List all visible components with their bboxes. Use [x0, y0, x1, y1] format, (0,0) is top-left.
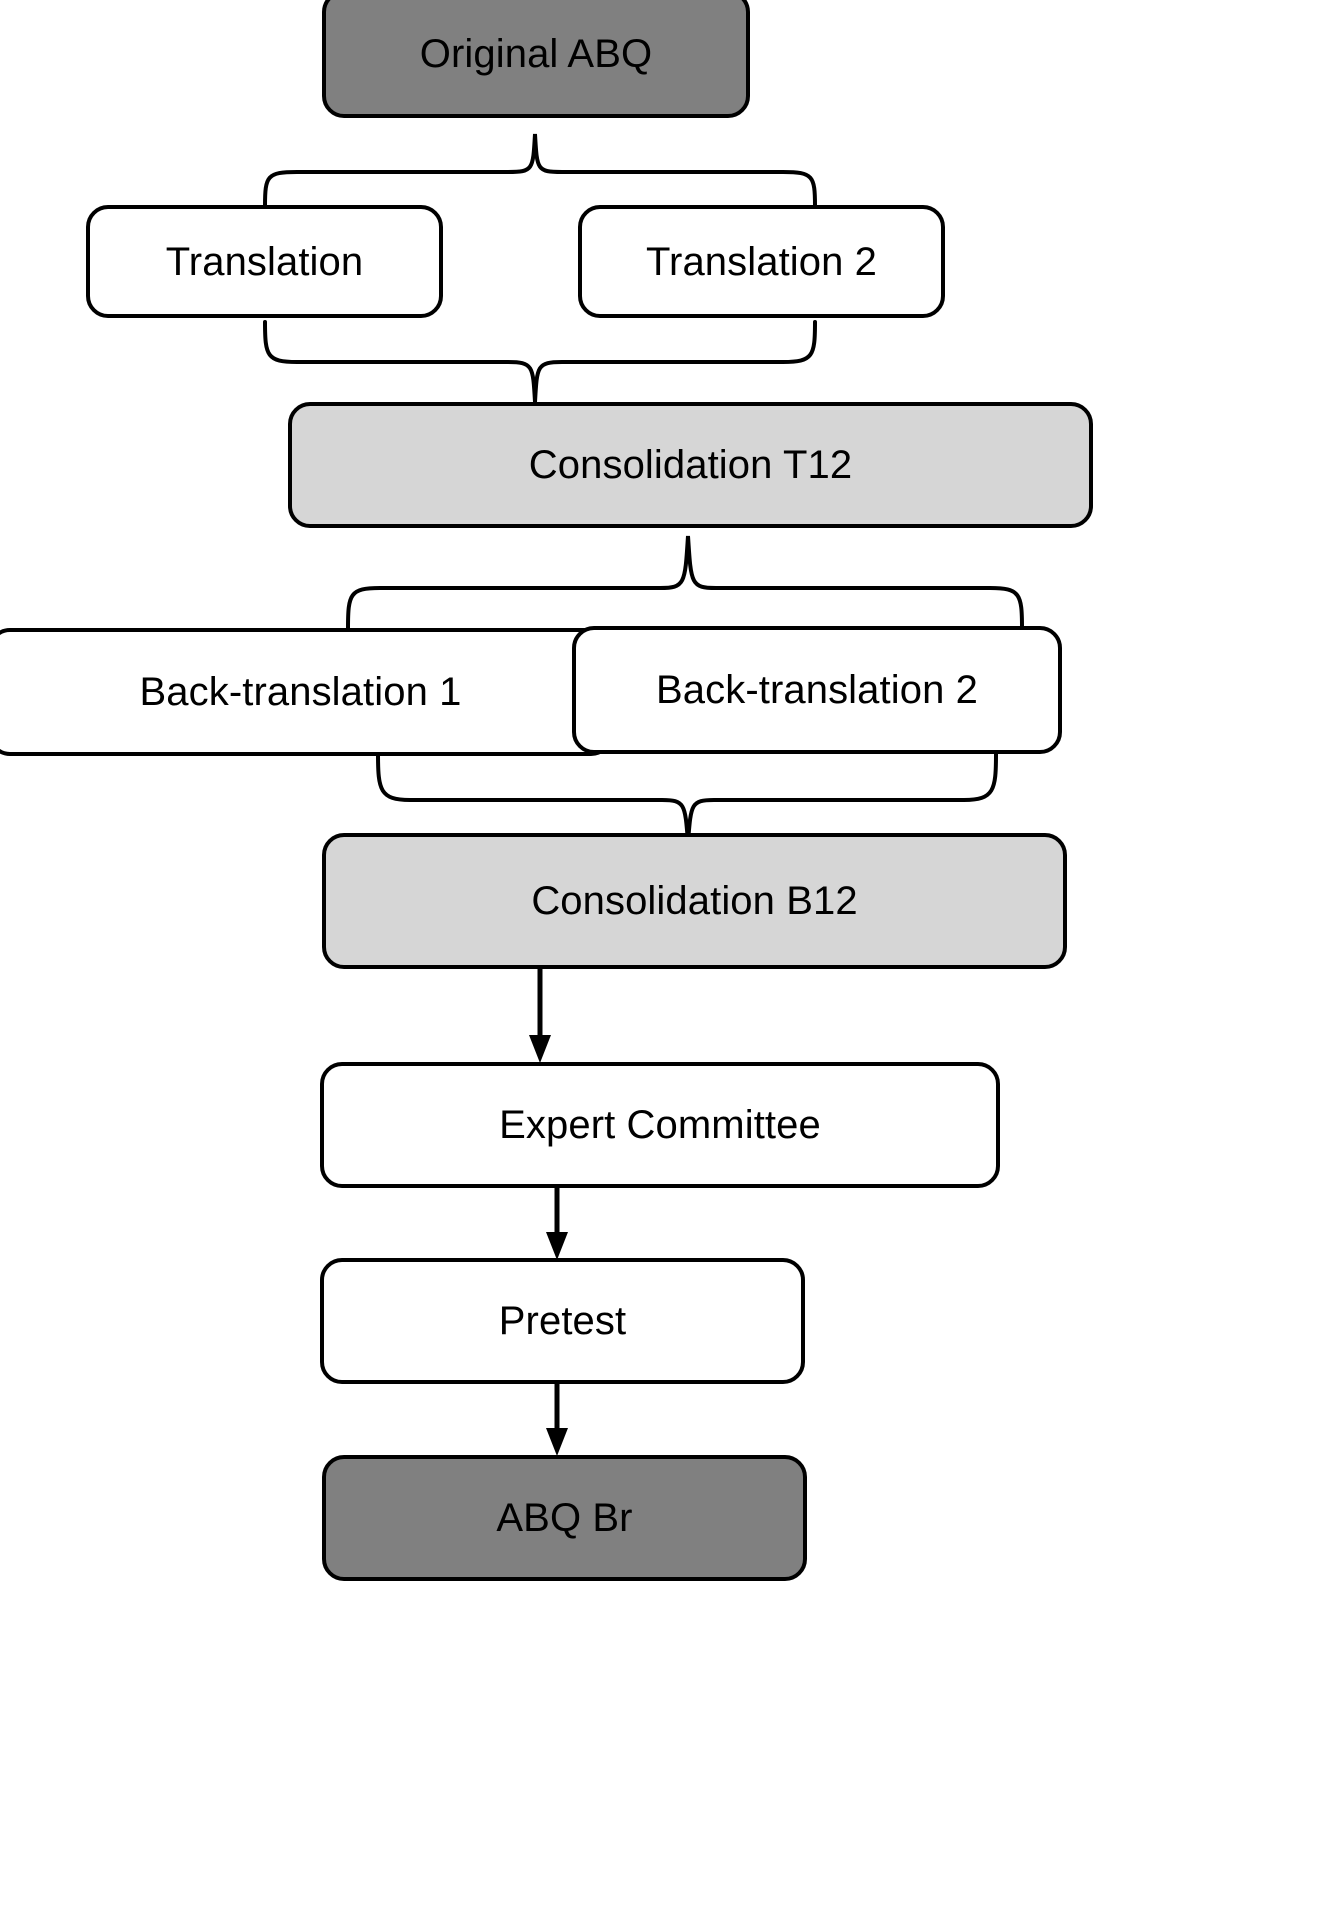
node-back-translation-1[interactable]: Back-translation 1 — [0, 628, 613, 756]
node-translation-1[interactable]: Translation — [86, 205, 443, 318]
node-expert-committee[interactable]: Expert Committee — [320, 1062, 1000, 1188]
node-label-back-translation-2: Back-translation 2 — [656, 668, 978, 712]
node-label-translation-1: Translation — [165, 239, 364, 284]
node-pretest[interactable]: Pretest — [320, 1258, 805, 1384]
node-label-consolidation-t12: Consolidation T12 — [528, 443, 853, 487]
connector-arrow-b12-to-expert-committee — [520, 967, 560, 1067]
node-label-translation-2: Translation 2 — [645, 239, 878, 284]
node-label-back-translation-1: Back-translation 1 — [139, 670, 462, 714]
node-translation-2[interactable]: Translation 2 — [578, 205, 945, 318]
node-back-translation-2[interactable]: Back-translation 2 — [572, 626, 1062, 754]
connector-merge-back-translations-to-b12 — [330, 752, 1040, 844]
node-consolidation-t12[interactable]: Consolidation T12 — [288, 402, 1093, 528]
connector-merge-translations-to-t12 — [240, 318, 840, 406]
node-label-pretest: Pretest — [498, 1299, 627, 1343]
node-label-abq-br: ABQ Br — [496, 1496, 633, 1540]
node-abq-br[interactable]: ABQ Br — [322, 1455, 807, 1581]
connector-split-t12-to-back-translations — [330, 528, 1040, 632]
node-label-original-abq: Original ABQ — [419, 32, 653, 76]
node-label-expert-committee: Expert Committee — [499, 1103, 821, 1147]
node-consolidation-b12[interactable]: Consolidation B12 — [322, 833, 1067, 969]
node-original-abq[interactable]: Original ABQ — [322, 0, 750, 118]
connector-arrow-expert-committee-to-pretest — [537, 1186, 577, 1264]
connector-arrow-pretest-to-abq-br — [537, 1382, 577, 1460]
node-label-consolidation-b12: Consolidation B12 — [531, 879, 858, 923]
connector-split-original-to-translations — [240, 128, 840, 210]
